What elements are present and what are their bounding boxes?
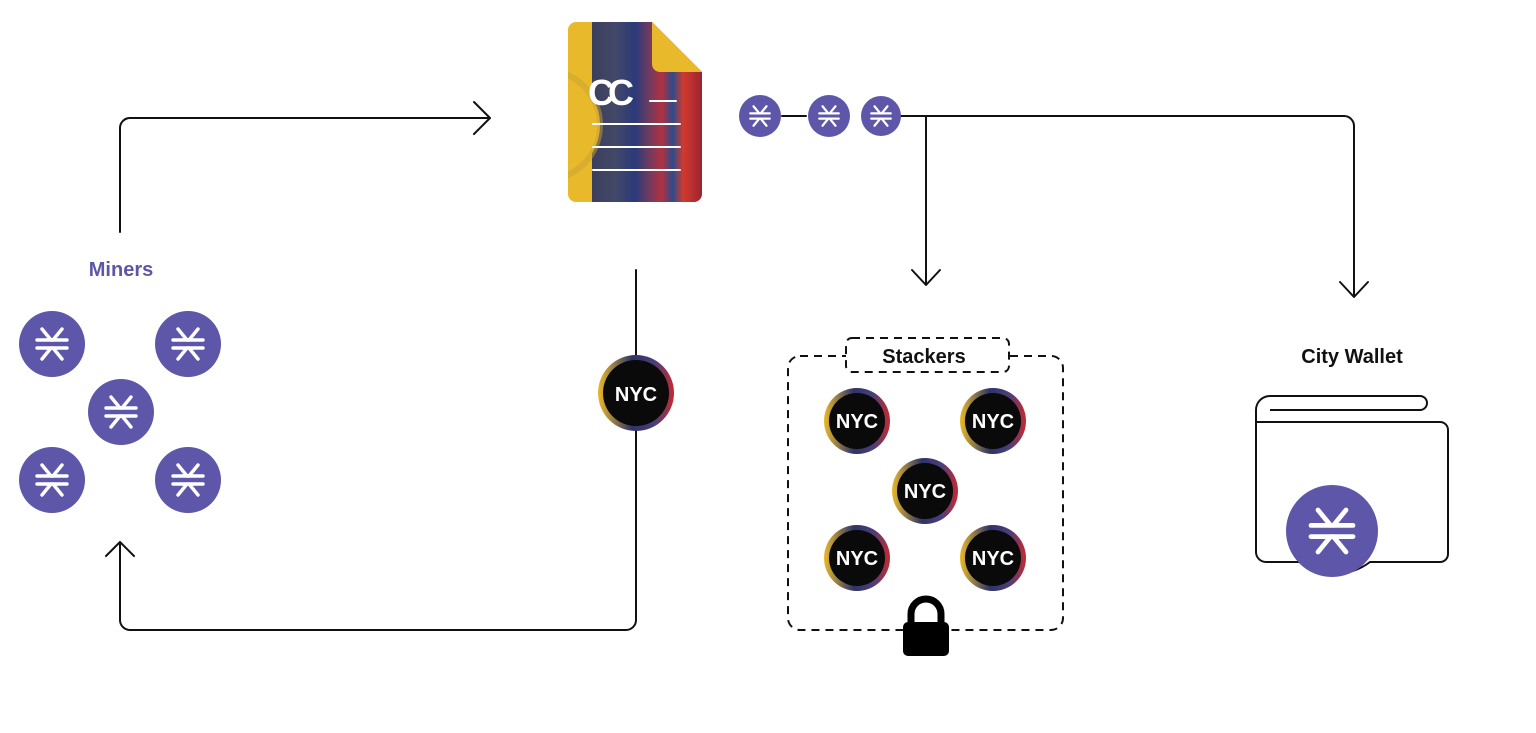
svg-text:NYC: NYC	[904, 481, 946, 503]
svg-text:NYC: NYC	[972, 411, 1014, 433]
nyc-coin: NYC	[960, 388, 1026, 454]
stacks-icon	[1286, 485, 1378, 577]
stackers-label: Stackers	[882, 346, 965, 368]
miners-label: Miners	[89, 259, 153, 281]
svg-text:NYC: NYC	[836, 411, 878, 433]
city-wallet-label: City Wallet	[1301, 346, 1403, 368]
stx-stream	[739, 95, 901, 137]
nyc-coin-in-transit: NYC	[598, 355, 674, 431]
stackers-arrowhead	[911, 269, 941, 286]
stackers-box: Stackers NYC NYC NYC NYC NYC	[787, 337, 1064, 656]
miners-arrowhead	[105, 541, 135, 557]
miners-group	[19, 311, 221, 513]
svg-text:NYC: NYC	[972, 548, 1014, 570]
stacks-icon	[155, 447, 221, 513]
miners-to-contract-arrow	[119, 117, 489, 233]
miners-to-contract-arrowhead	[473, 101, 491, 135]
stacks-icon	[19, 311, 85, 377]
wallet-arrowhead	[1339, 281, 1369, 298]
contract-document-icon: CC	[568, 22, 702, 202]
lock-icon	[903, 595, 949, 656]
wallet-icon	[1255, 395, 1449, 577]
flow-lines	[105, 101, 1369, 631]
nyc-coin: NYC	[824, 388, 890, 454]
stacks-icon	[19, 447, 85, 513]
stacks-icon	[861, 96, 901, 136]
stacks-icon	[88, 379, 154, 445]
contract-to-miners-line	[119, 269, 637, 631]
nyc-coin: NYC	[824, 525, 890, 591]
stacks-icon	[155, 311, 221, 377]
svg-text:NYC: NYC	[836, 548, 878, 570]
nyc-coin: NYC	[892, 458, 958, 524]
stacks-icon	[739, 95, 781, 137]
svg-text:NYC: NYC	[615, 384, 657, 406]
contract-logo: CC	[588, 72, 634, 113]
stacks-icon	[808, 95, 850, 137]
nyc-coin: NYC	[960, 525, 1026, 591]
stx-to-wallet-line	[899, 115, 1355, 297]
